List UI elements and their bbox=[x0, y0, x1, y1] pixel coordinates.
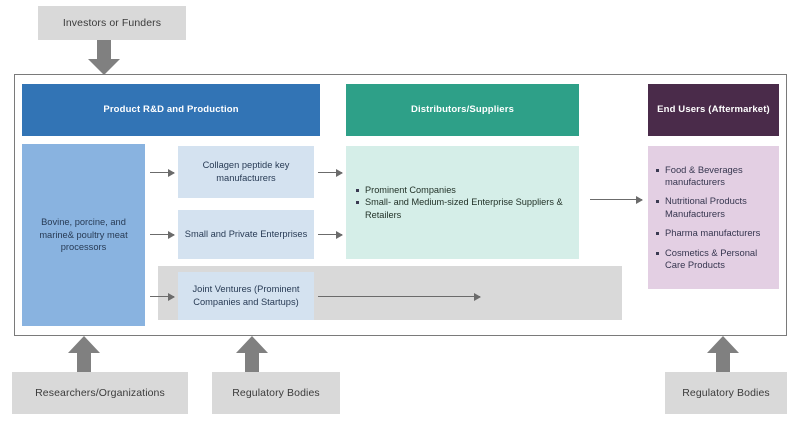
up-arrow-regulatory-bodies-left-icon bbox=[232, 336, 272, 374]
collagen-peptide-manufacturers-box: Collagen peptide key manufacturers bbox=[178, 146, 314, 198]
collagen-peptide-manufacturers-label: Collagen peptide key manufacturers bbox=[202, 160, 290, 183]
end-users-list-box: Food & Beverages manufacturers Nutrition… bbox=[648, 146, 779, 289]
meat-processors-box: Bovine, porcine, and marine& poultry mea… bbox=[22, 144, 145, 326]
regulatory-bodies-left-box: Regulatory Bodies bbox=[212, 372, 340, 414]
arrow-collagen-to-distributors-icon bbox=[318, 172, 342, 173]
arrow-distributors-to-end-users-icon bbox=[590, 199, 642, 200]
arrow-source-to-joint-ventures-icon bbox=[150, 296, 174, 297]
header-product-rnd-production-label: Product R&D and Production bbox=[103, 104, 239, 116]
joint-ventures-label: Joint Ventures (Prominent Companies and … bbox=[192, 284, 300, 307]
list-item: Food & Beverages manufacturers bbox=[654, 164, 773, 189]
researchers-organizations-label: Researchers/Organizations bbox=[35, 387, 165, 399]
distributors-list: Prominent Companies Small- and Medium-si… bbox=[346, 184, 579, 221]
joint-ventures-box: Joint Ventures (Prominent Companies and … bbox=[178, 272, 314, 320]
list-item: Small- and Medium-sized Enterprise Suppl… bbox=[354, 196, 569, 221]
header-end-users-label: End Users (Aftermarket) bbox=[657, 104, 770, 116]
arrow-source-to-collagen-icon bbox=[150, 172, 174, 173]
meat-processors-label: Bovine, porcine, and marine& poultry mea… bbox=[39, 217, 128, 253]
list-item: Cosmetics & Personal Care Products bbox=[654, 247, 773, 272]
header-distributors-suppliers: Distributors/Suppliers bbox=[346, 84, 579, 136]
arrow-sme-to-distributors-icon bbox=[318, 234, 342, 235]
header-distributors-suppliers-label: Distributors/Suppliers bbox=[410, 104, 515, 116]
down-arrow-investors-icon bbox=[84, 40, 124, 76]
header-end-users: End Users (Aftermarket) bbox=[648, 84, 779, 136]
small-private-enterprises-box: Small and Private Enterprises bbox=[178, 210, 314, 259]
regulatory-bodies-left-label: Regulatory Bodies bbox=[232, 387, 320, 399]
investors-or-funders-box: Investors or Funders bbox=[38, 6, 186, 40]
list-item: Pharma manufacturers bbox=[654, 227, 773, 239]
small-private-enterprises-label: Small and Private Enterprises bbox=[184, 229, 308, 240]
up-arrow-regulatory-bodies-right-icon bbox=[703, 336, 743, 374]
end-users-list: Food & Beverages manufacturers Nutrition… bbox=[648, 164, 779, 272]
regulatory-bodies-right-box: Regulatory Bodies bbox=[665, 372, 787, 414]
arrow-joint-ventures-to-right-icon bbox=[318, 296, 480, 297]
arrow-source-to-sme-icon bbox=[150, 234, 174, 235]
distributors-list-box: Prominent Companies Small- and Medium-si… bbox=[346, 146, 579, 259]
regulatory-bodies-right-label: Regulatory Bodies bbox=[682, 387, 770, 399]
up-arrow-researchers-icon bbox=[64, 336, 104, 374]
list-item: Nutritional Products Manufacturers bbox=[654, 195, 773, 220]
researchers-organizations-box: Researchers/Organizations bbox=[12, 372, 188, 414]
header-product-rnd-production: Product R&D and Production bbox=[22, 84, 320, 136]
list-item: Prominent Companies bbox=[354, 184, 569, 196]
investors-or-funders-label: Investors or Funders bbox=[62, 17, 162, 29]
